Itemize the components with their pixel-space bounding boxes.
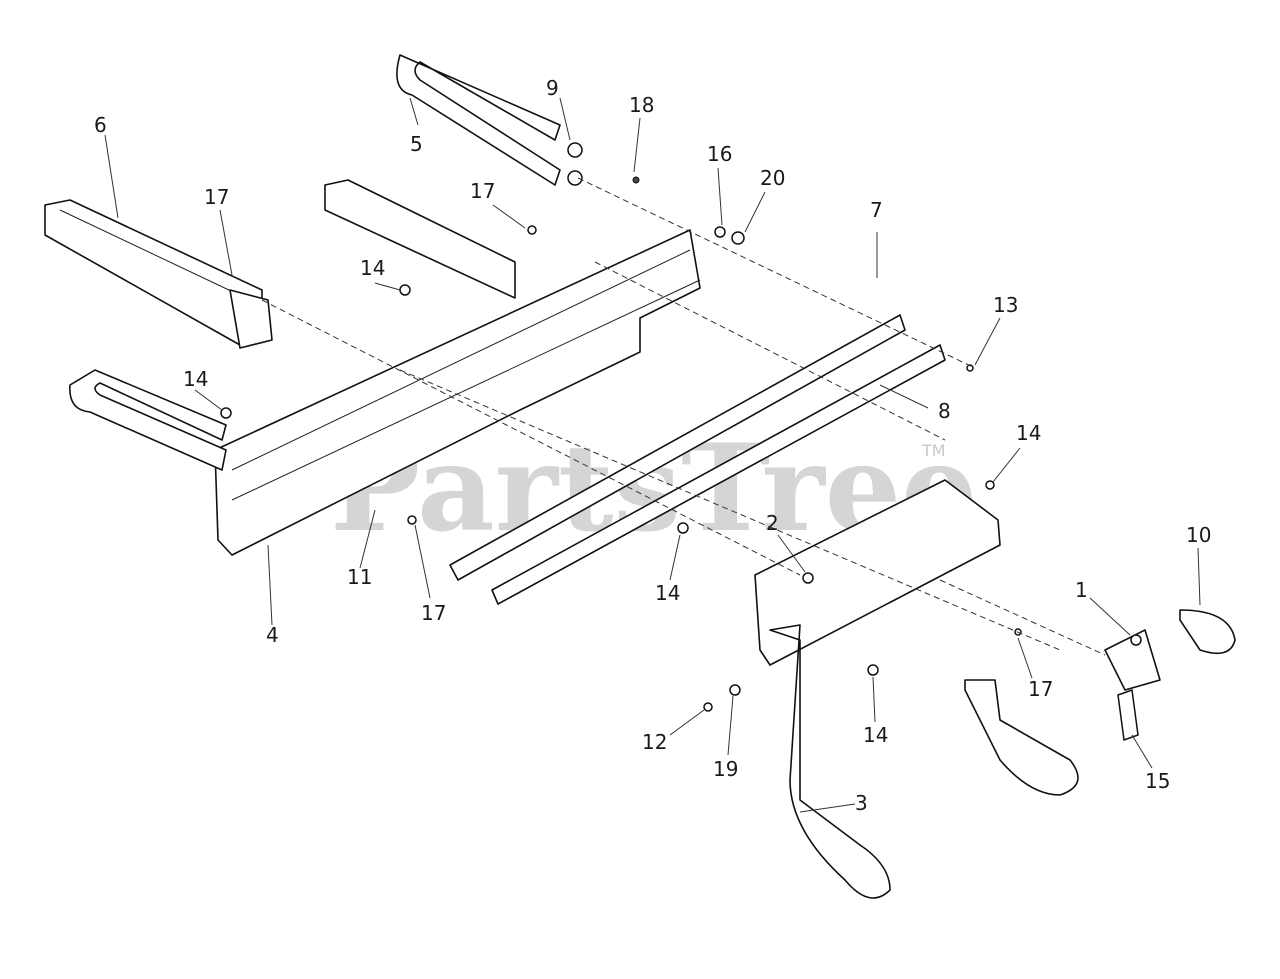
- callout-17c: 17: [421, 601, 446, 625]
- upper-bar: [324, 179, 516, 299]
- lower-frame: [754, 479, 1236, 899]
- callout-11: 11: [347, 565, 372, 589]
- callout-13: 13: [993, 293, 1018, 317]
- callout-14e: 14: [863, 723, 888, 747]
- callout-3: 3: [855, 791, 868, 815]
- callout-14a: 14: [360, 256, 385, 280]
- callout-1: 1: [1075, 578, 1088, 602]
- callout-10: 10: [1186, 523, 1211, 547]
- part-5-loop: [396, 54, 561, 186]
- callout-6: 6: [94, 113, 107, 137]
- callout-18: 18: [629, 93, 654, 117]
- callout-2: 2: [766, 511, 779, 535]
- callout-16: 16: [707, 142, 732, 166]
- callout-17b: 17: [470, 179, 495, 203]
- callout-4: 4: [266, 623, 279, 647]
- callout-5: 5: [410, 132, 423, 156]
- part-4-frame: [69, 229, 701, 556]
- alignment-lines: [261, 177, 1106, 656]
- callout-8: 8: [938, 399, 951, 423]
- watermark-trademark: TM: [921, 441, 946, 460]
- callout-17d: 17: [1028, 677, 1053, 701]
- callout-17a: 17: [204, 185, 229, 209]
- callout-9: 9: [546, 76, 559, 100]
- callout-7: 7: [870, 198, 883, 222]
- callout-12: 12: [642, 730, 667, 754]
- callout-15: 15: [1145, 769, 1170, 793]
- callout-14b: 14: [183, 367, 208, 391]
- hardware: [220, 142, 1142, 742]
- callouts: 6 17 5 9 18 16 20 17 7 14 13 14 8 14 11 …: [94, 76, 1211, 815]
- part-6-bar: [44, 199, 273, 349]
- callout-20: 20: [760, 166, 785, 190]
- leader-lines: [104, 97, 1201, 813]
- part-7-rail: [449, 314, 946, 605]
- callout-14c: 14: [1016, 421, 1041, 445]
- callout-14d: 14: [655, 581, 680, 605]
- callout-19: 19: [713, 757, 738, 781]
